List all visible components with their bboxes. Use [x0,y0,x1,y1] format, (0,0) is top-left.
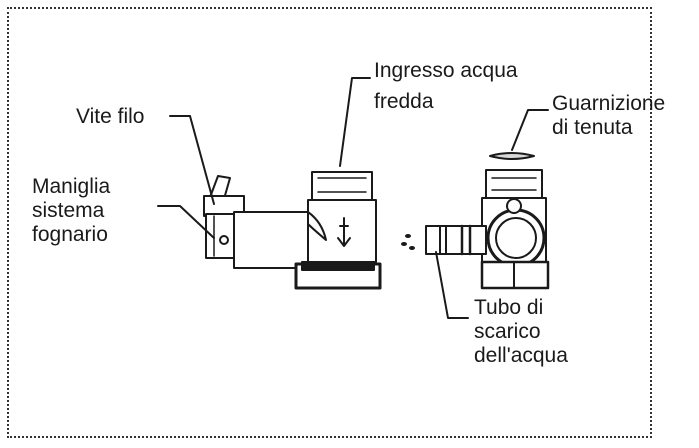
leader-drain-tube [435,251,469,319]
handle-body [205,213,235,259]
label-line: scarico [474,320,541,343]
wire-screw-head [219,235,229,245]
front-inlet-thread [485,169,543,199]
label-line: Vite filo [76,105,145,128]
label-line: Maniglia [32,175,111,198]
label-line: fredda [374,90,434,113]
side-valve-assembly [203,171,382,290]
leader-seal-gasket [511,109,549,151]
label-line: dell'acqua [474,344,568,367]
label-line: fognario [32,223,108,246]
water-drops [401,234,415,250]
leader-wire-screw [169,115,215,205]
label-seal-gasket: Guarnizione di tenuta [552,92,665,140]
valve-arm [233,211,315,269]
label-wire-screw: Vite filo [76,104,145,129]
label-line: Ingresso acqua [374,59,518,82]
label-cold-water-inlet: Ingresso acqua fredda [374,58,518,114]
body-arrow-symbol [337,217,351,247]
leader-lines [157,77,549,319]
label-drain-tube: Tubo di scarico dell'acqua [474,296,568,368]
diagram-frame [7,7,652,438]
valve-body [307,199,377,263]
label-line: sistema [32,199,105,222]
drain-tube [425,225,487,255]
label-line: di tenuta [552,116,633,139]
seal-gasket [489,152,535,160]
leader-cold-water-inlet [339,77,371,167]
label-line: Guarnizione [552,92,666,115]
label-sewer-handle: Maniglia sistema fognario [32,175,110,247]
leader-sewer-handle [157,205,215,239]
label-line: Tubo di [474,296,544,319]
inlet-thread [311,171,373,201]
front-knob-inner [495,217,537,259]
front-valve-assembly [401,152,550,290]
